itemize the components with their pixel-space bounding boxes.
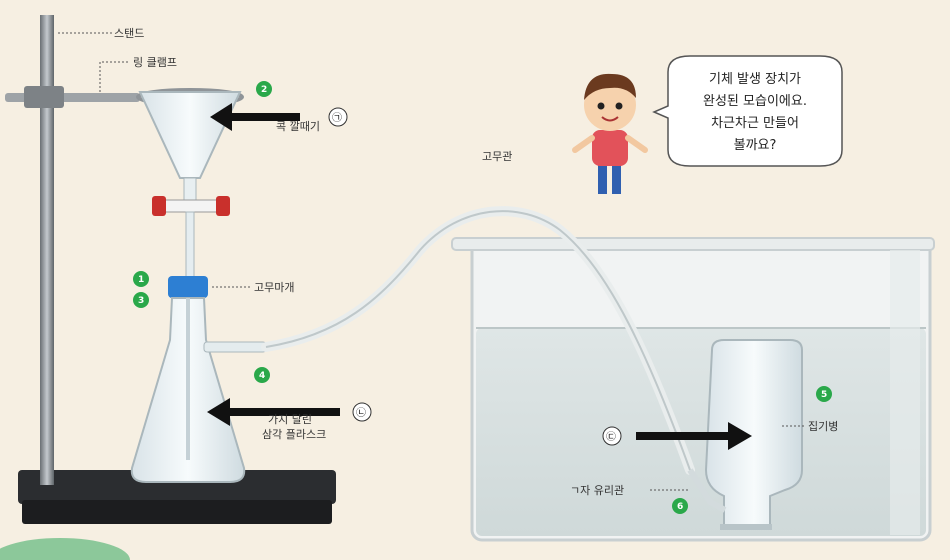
label-flask-hidden: 가지 달린 [268, 413, 312, 426]
bubble-line-2: 완성된 모습이에요. [703, 94, 807, 109]
rubber-tube-edge [265, 210, 691, 471]
label-stopcock-funnel: 콕 깔때기 [276, 119, 320, 133]
bubble-line-1: 기체 발생 장치가 [709, 72, 801, 87]
green-corner [0, 538, 130, 560]
mark-circle-1 [328, 107, 348, 127]
ring-stand [18, 15, 336, 524]
label-glass-tube: ㄱ자 유리관 [570, 484, 624, 497]
stopcock-funnel [138, 91, 242, 283]
bubble-line-3: 차근차근 만들어 [711, 116, 799, 131]
arrow-bottle [636, 422, 752, 450]
label-rubber-stopper: 고무마개 [254, 281, 294, 294]
leader-lines [58, 32, 806, 491]
label-collecting-bottle: 집기병 [808, 420, 838, 433]
step-6: 6 [677, 502, 683, 512]
arrow-flask [207, 398, 340, 426]
label-stand: 스탠드 [114, 27, 144, 40]
mark-circle-3 [602, 426, 622, 446]
speech-bubble: 기체 발생 장치가 완성된 모습이에요. 차근차근 만들어 볼까요? [652, 55, 843, 167]
label-flask: 삼각 플라스크 [262, 428, 326, 441]
label-ring-clamp: 링 클램프 [133, 56, 177, 69]
side-arm-flask [130, 276, 267, 483]
step-4: 4 [259, 371, 265, 381]
step-badges: 2 1 3 4 5 6 [133, 81, 832, 514]
step-5: 5 [821, 390, 827, 400]
water-trough [451, 237, 935, 542]
mark-1: ㉠ [332, 112, 342, 124]
bent-glass-tube [687, 468, 727, 513]
collecting-bottle [704, 339, 803, 530]
step-1: 1 [138, 275, 144, 285]
label-rubber-tube: 고무관 [482, 150, 512, 163]
bubble-line-4: 볼까요? [734, 138, 777, 153]
mark-2: ㉡ [356, 407, 366, 419]
boy-character [572, 73, 648, 194]
step-2: 2 [261, 85, 267, 95]
mark-3: ㉢ [606, 431, 616, 443]
arrow-funnel [210, 103, 300, 131]
mark-circle-2 [352, 402, 372, 422]
step-3: 3 [138, 296, 144, 306]
